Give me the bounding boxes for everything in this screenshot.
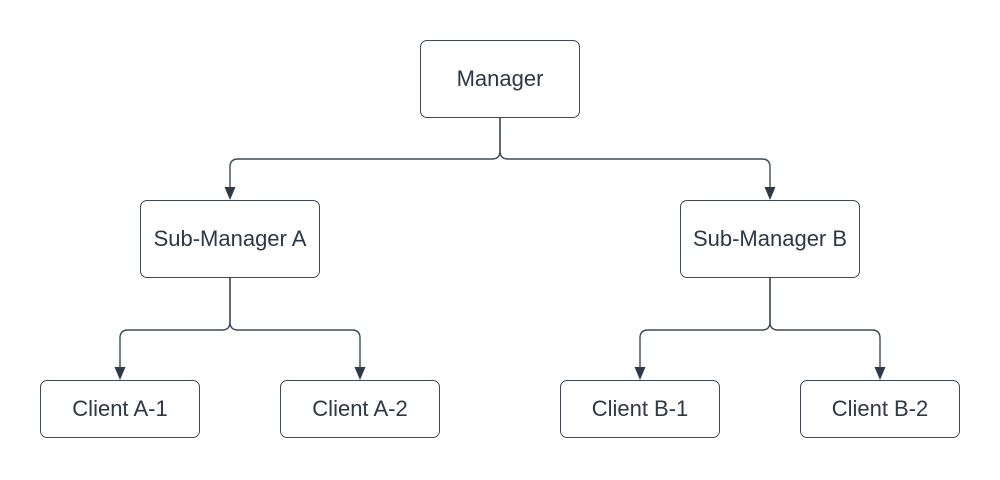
node-client-b2-label: Client B-2 bbox=[831, 396, 929, 421]
edge-manager-to-sub-manager-b bbox=[499, 118, 776, 200]
edge-sub-manager-a-to-client-a2 bbox=[229, 278, 366, 380]
node-sub-manager-b[interactable]: Sub-Manager B bbox=[680, 200, 860, 278]
node-client-a1[interactable]: Client A-1 bbox=[40, 380, 200, 438]
arrowhead-icon bbox=[874, 367, 886, 380]
node-client-a2-label: Client A-2 bbox=[312, 396, 408, 421]
edge-sub-manager-b-to-client-b2 bbox=[769, 278, 886, 380]
arrowhead-icon bbox=[224, 187, 236, 200]
node-client-b2[interactable]: Client B-2 bbox=[800, 380, 960, 438]
node-client-a1-label: Client A-1 bbox=[72, 396, 168, 421]
node-sub-manager-a-label: Sub-Manager A bbox=[153, 226, 307, 251]
arrowhead-icon bbox=[764, 187, 776, 200]
node-manager[interactable]: Manager bbox=[420, 40, 580, 118]
edge-manager-to-sub-manager-a bbox=[224, 118, 501, 200]
node-client-a2[interactable]: Client A-2 bbox=[280, 380, 440, 438]
arrowhead-icon bbox=[634, 367, 646, 380]
arrowhead-icon bbox=[354, 367, 366, 380]
node-client-b1[interactable]: Client B-1 bbox=[560, 380, 720, 438]
edge-sub-manager-b-to-client-b1 bbox=[634, 278, 771, 380]
node-sub-manager-a[interactable]: Sub-Manager A bbox=[140, 200, 320, 278]
arrowhead-icon bbox=[114, 367, 126, 380]
node-client-b1-label: Client B-1 bbox=[591, 396, 689, 421]
node-manager-label: Manager bbox=[456, 66, 544, 91]
edge-sub-manager-a-to-client-a1 bbox=[114, 278, 231, 380]
node-sub-manager-b-label: Sub-Manager B bbox=[692, 226, 848, 251]
